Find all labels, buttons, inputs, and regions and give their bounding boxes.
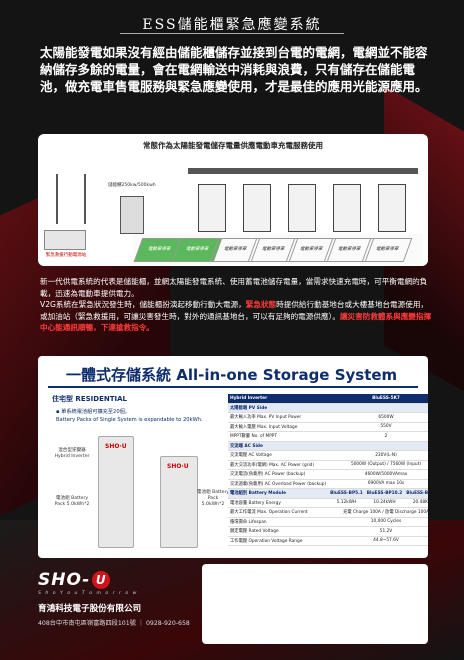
page-title: ESS儲能櫃緊急應變系統 bbox=[142, 17, 322, 33]
spec-value: 6500W bbox=[328, 412, 428, 423]
spec-header-row: Hybrid Inverter BluESS-5K7 bbox=[228, 394, 428, 404]
battery-unit: SHO·U bbox=[160, 456, 198, 548]
battery-value: 10,000 Cycles bbox=[328, 517, 428, 527]
battery-value: 充電 Charge 100A / 放電 Discharge 100A bbox=[328, 507, 428, 518]
battery-pack-label-right: 電池組 Battery Pack 5.0kWh*2 bbox=[196, 490, 230, 507]
title-underline bbox=[120, 33, 344, 34]
spec-row: 交流電流(負載用) AC Power (backup)4600W/5000VAm… bbox=[228, 469, 428, 480]
expand-note: ▪ 單系統電池組可擴充至20個。 Battery Packs of Single… bbox=[56, 408, 226, 424]
spec-section: 交流端 AC Side bbox=[228, 441, 428, 451]
spec-row: 交流端 AC Side bbox=[228, 441, 428, 451]
description-block: 新一代供電系統的代表是儲能櫃，並網太陽能發電系統、使用蓄電池儲存電量，當需求快速… bbox=[40, 276, 432, 334]
spec-key: 交流電壓 AC Voltage bbox=[228, 450, 329, 461]
product-title-underline bbox=[48, 386, 418, 388]
parking-slot: 電動車停車 bbox=[361, 238, 413, 262]
cell-tower-icon bbox=[56, 174, 86, 224]
battery-head-b: BluESS-BP10.2 bbox=[364, 488, 405, 499]
company-address: 408台中市南屯區嶺富路四段101號 ｜ 0928-920-658 bbox=[38, 620, 190, 627]
battery-value-b: 10.24kWH bbox=[364, 498, 405, 508]
solar-canopy bbox=[188, 168, 418, 174]
battery-key: 電池容量 Battery Energy bbox=[228, 498, 329, 508]
battery-head-a: BluESS-BP5.1 bbox=[328, 488, 365, 499]
diagram-title: 常態作為太陽能發電儲存電量供應電動車充電服務使用 bbox=[143, 141, 323, 150]
product-card: 一體式存儲系統 All-in-one Storage System 住宅型 RE… bbox=[38, 356, 428, 558]
spec-value: 550V bbox=[328, 422, 428, 432]
spec-value: 2 bbox=[328, 431, 428, 442]
charging-station-icon bbox=[288, 184, 316, 232]
spec-header-model: BluESS-5K7 bbox=[328, 394, 428, 404]
description-line-2b: 時提供給行動基地台或大樓基地台電源使用，或加油站（緊急救援用，可讓災害發生時，對… bbox=[40, 300, 429, 321]
ess-label: 儲能櫃250kw/500kwh bbox=[108, 183, 156, 188]
battery-value-a: 5.12kWH bbox=[328, 498, 365, 508]
description-line-2: V2G系統在緊急狀況發生時，儲能櫃扮演起移動行動大電源，緊急狀態時提供給行動基地… bbox=[40, 299, 432, 334]
brand-text: SHO- bbox=[38, 570, 91, 590]
product-logo: SHO·U bbox=[167, 463, 189, 470]
battery-pack-label-left: 電池組 Battery Pack 5.0kWh*2 bbox=[54, 496, 90, 507]
battery-key: 最大工作電流 Max. Operation Current bbox=[228, 507, 329, 518]
rescue-highlight: 讓災害防救體系與應變指揮中心能通訊順暢，下達搶救指令。 bbox=[40, 311, 432, 333]
spec-row: 最大交流功率(電網) Max. AC Power (grid)5000W (Ou… bbox=[228, 460, 428, 470]
emergency-highlight: 緊急狀態 bbox=[245, 300, 277, 309]
spec-key: 最大輸入電壓 Max. Input Voltage bbox=[228, 422, 329, 432]
product-logo: SHO·U bbox=[105, 443, 127, 450]
spec-value: 6900VA max 10s bbox=[328, 479, 428, 489]
spec-value: 5000W (Output) / 7560W (Input) bbox=[328, 460, 428, 470]
stamp-box bbox=[202, 564, 428, 644]
truck-label: 緊急救援行動電源站 bbox=[45, 253, 87, 258]
rescue-truck-icon bbox=[44, 230, 86, 250]
charging-station-icon bbox=[333, 184, 361, 232]
spec-row: 交流過載(負載用) AC Overload Power (backup)6900… bbox=[228, 479, 428, 489]
spec-key: 最大交流功率(電網) Max. AC Power (grid) bbox=[228, 460, 329, 470]
spec-key: 交流電流(負載用) AC Power (backup) bbox=[228, 469, 329, 480]
spec-header-key: Hybrid Inverter bbox=[228, 394, 329, 404]
battery-key: 循環壽命 Lifespan bbox=[228, 517, 329, 527]
ess-diagram: 常態作為太陽能發電儲存電量供應電動車充電服務使用 緊急救援行動電源站 儲能櫃25… bbox=[38, 134, 428, 266]
ess-cabinet-icon bbox=[120, 196, 144, 234]
charging-station-icon bbox=[198, 184, 226, 232]
storage-unit-stack: SHO·U bbox=[98, 436, 134, 548]
spec-key: 最大輸入功率 Max. PV Input Power bbox=[228, 412, 329, 423]
brand-u-badge: U bbox=[92, 571, 111, 589]
description-line-1: 新一代供電系統的代表是儲能櫃，並網太陽能發電系統、使用蓄電池儲存電量，當需求快速… bbox=[40, 277, 428, 298]
spec-key: 交流過載(負載用) AC Overload Power (backup) bbox=[228, 479, 329, 489]
battery-value: 51.2V bbox=[328, 526, 428, 537]
spec-row: 太陽能端 PV Side bbox=[228, 403, 428, 413]
residential-label: 住宅型 RESIDENTIAL bbox=[52, 395, 127, 403]
expand-note-en: Battery Packs of Single System is expand… bbox=[56, 417, 203, 423]
spec-key: MPPT數量 No. of MPPT bbox=[228, 431, 329, 442]
battery-value: 44.8~57.6V bbox=[328, 536, 428, 546]
hybrid-inverter-label: 混合型逆變器 Hybrid Inverter bbox=[54, 448, 90, 459]
spec-section: 太陽能端 PV Side bbox=[228, 403, 428, 413]
spec-value: 4600W/5000VAmax bbox=[328, 469, 428, 480]
battery-key: 額定電壓 Rated Voltage bbox=[228, 526, 329, 537]
battery-key: 工作電壓 Operation Voltage Range bbox=[228, 536, 329, 546]
intro-paragraph: 太陽能發電如果沒有經由儲能櫃儲存並接到台電的電網，電網並不能容納儲存多餘的電量，… bbox=[40, 45, 428, 94]
spec-value: 230V(L-N) bbox=[328, 450, 428, 461]
description-line-2a: V2G系統在緊急狀況發生時，儲能櫃扮演起移動行動大電源， bbox=[40, 300, 246, 309]
company-name: 育鴻科技電子股份有限公司 bbox=[38, 604, 142, 614]
product-title: 一體式存儲系統 All-in-one Storage System bbox=[66, 366, 398, 384]
brand-tagline: S h o Y o u T o m o r r o w bbox=[38, 591, 138, 596]
charging-station-icon bbox=[243, 184, 271, 232]
charging-station-icon bbox=[378, 184, 406, 232]
brand-logo: SHO-U bbox=[38, 570, 111, 590]
battery-head-key: 電池組別 Battery Module bbox=[228, 488, 329, 499]
battery-value-c: 20.48KWH bbox=[404, 498, 428, 508]
expand-note-zh: ▪ 單系統電池組可擴充至20個。 bbox=[56, 409, 131, 415]
battery-head-c: BluESS-BP20.4 bbox=[404, 488, 428, 499]
